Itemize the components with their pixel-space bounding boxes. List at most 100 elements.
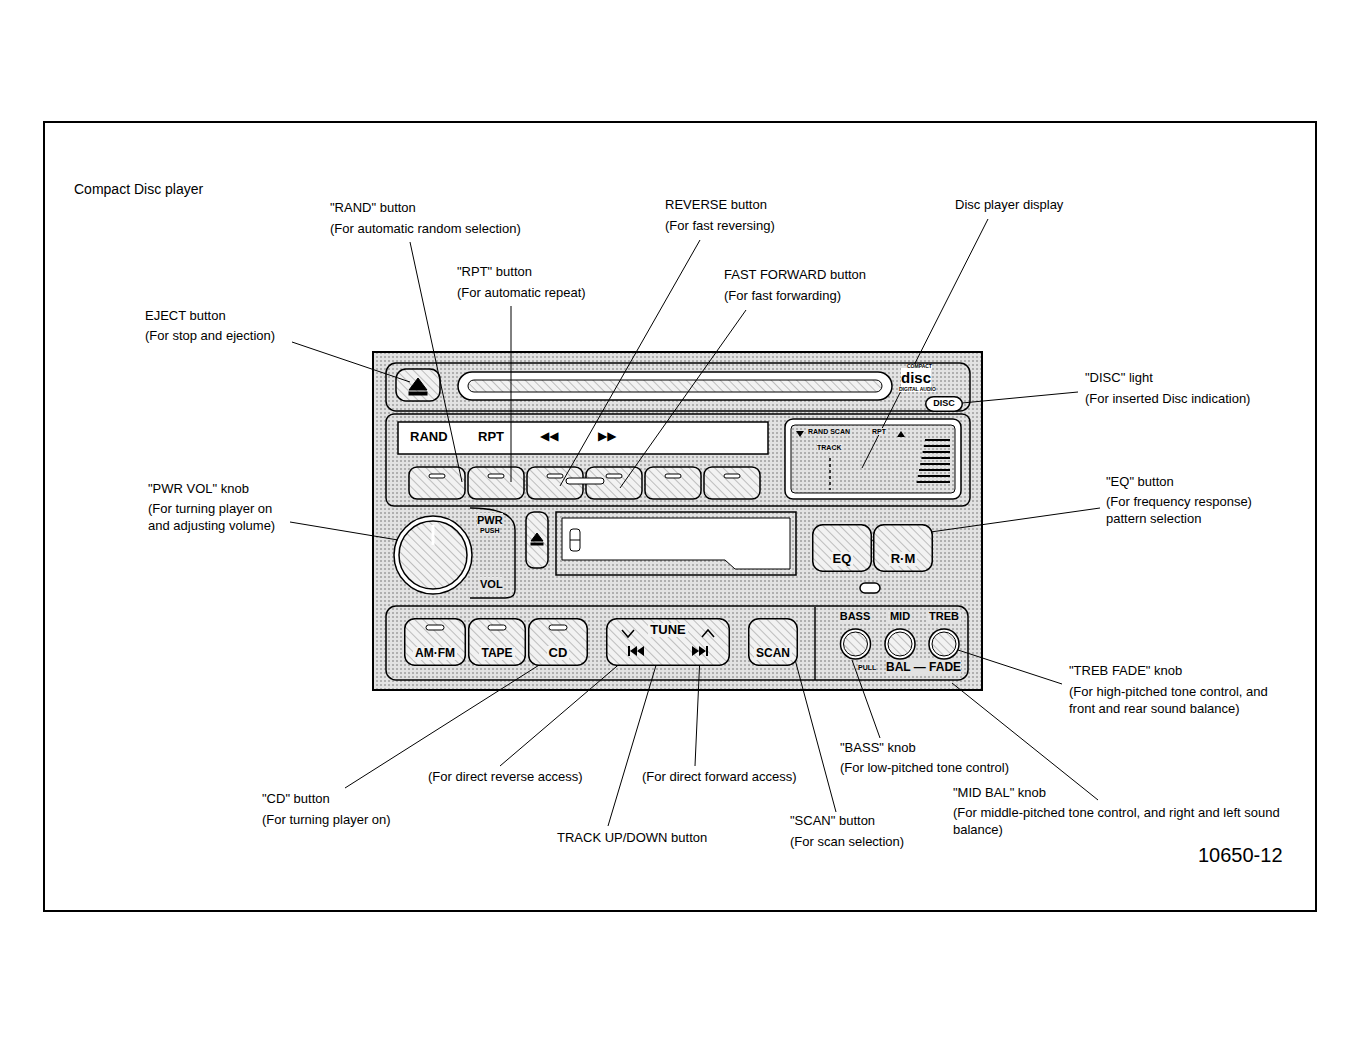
- eject-button: [396, 369, 440, 401]
- stereo-housing-part: [386, 606, 968, 680]
- callout-name: Disc player display: [955, 197, 1063, 214]
- disc-function-buttons: [409, 467, 760, 499]
- button-label: R·M: [889, 552, 918, 566]
- callout-name: "MID BAL" knob: [953, 785, 1046, 802]
- track-tune-button: TUNE: [606, 618, 730, 666]
- callout-name: REVERSE button: [665, 197, 767, 214]
- display-text: RPT: [872, 428, 886, 435]
- rm-button-outline-part: [874, 525, 933, 572]
- eq-button-outline-part: [813, 525, 872, 572]
- callout-name: FAST FORWARD button: [724, 267, 866, 284]
- eject-button-part: [409, 392, 427, 395]
- callout-name: "CD" button: [262, 791, 330, 808]
- leader-lines-part: [500, 655, 630, 766]
- leader-lines: [290, 219, 1100, 826]
- track-tune-button-outline-part: [630, 646, 644, 656]
- leader-lines-part: [852, 660, 880, 738]
- strip-label: ◀◀: [540, 429, 558, 445]
- track-tune-button-outline-part: [702, 630, 714, 637]
- disc-function-buttons-part: [704, 467, 760, 499]
- panel-text: PWR: [477, 513, 503, 527]
- eq-bar: [923, 451, 950, 453]
- track-tune-button-outline-part: [622, 630, 634, 637]
- display-text: RAND SCAN: [808, 428, 850, 435]
- outer-frame: [44, 122, 1316, 911]
- callout-name: "RPT" button: [457, 264, 532, 281]
- callout-name: "TREB FADE" knob: [1069, 663, 1182, 680]
- callout-note: (For stop and ejection): [145, 328, 275, 345]
- display-text: TRACK: [817, 444, 842, 451]
- figure-number: 10650-12: [1198, 842, 1283, 868]
- strip-label: RPT: [478, 429, 504, 446]
- disc-function-buttons-part-part: [429, 474, 445, 478]
- eq-button: EQ: [812, 524, 872, 572]
- eq-bar: [920, 463, 950, 465]
- button-label: CD: [547, 646, 570, 660]
- cassette-door-part: [556, 512, 796, 575]
- tone-control-panel-part: [814, 607, 816, 680]
- mid-knob-outline-part: [885, 629, 915, 659]
- leader-lines-part: [560, 240, 700, 486]
- disc-function-buttons-part-part: [665, 474, 681, 478]
- pwr-vol-knob-part: [394, 516, 472, 594]
- disc-display-part: [796, 431, 804, 437]
- button-label: TUNE: [648, 623, 687, 637]
- eq-bar: [925, 439, 950, 441]
- strip-label: ▶▶: [598, 429, 616, 445]
- pwr-vol-knob: [394, 508, 515, 598]
- disc-slot-part: [458, 372, 892, 400]
- cassette-door-part: [570, 540, 580, 541]
- disc-function-buttons-part: [566, 478, 604, 484]
- disc-display-part: [897, 431, 905, 437]
- track-tune-button-outline-part: [692, 646, 706, 656]
- leader-lines-part: [345, 655, 555, 788]
- stereo-housing: [373, 352, 982, 690]
- eq-bar: [921, 457, 950, 459]
- tape-button-outline-part: [469, 619, 526, 666]
- disc-display-part: [829, 458, 831, 490]
- leader-lines-part: [410, 242, 462, 482]
- strip-label: RAND: [410, 429, 448, 446]
- disc-function-buttons-part-part: [724, 474, 740, 478]
- leader-lines-part: [292, 342, 410, 382]
- button-label: EQ: [831, 552, 854, 566]
- callout-name: "EQ" button: [1106, 474, 1174, 491]
- cassette-eject-button-part: [526, 512, 548, 568]
- disc-display-part: [917, 440, 950, 482]
- disc-function-buttons-part-part: [488, 474, 504, 478]
- pwr-vol-knob-part: [399, 521, 467, 589]
- panel-text: PULL: [858, 664, 876, 671]
- am-fm-button-outline-part: [405, 619, 466, 666]
- disc-display-part: [791, 425, 955, 493]
- leader-lines-part: [695, 655, 700, 766]
- cassette-door: [556, 512, 796, 575]
- callout-name: "SCAN" button: [790, 813, 875, 830]
- leader-lines-part: [962, 392, 1078, 403]
- small-indicator-part: [860, 583, 880, 593]
- button-label: SCAN: [754, 647, 792, 660]
- callout-note: (For direct reverse access): [428, 769, 583, 786]
- eq-bar: [918, 475, 950, 477]
- button-label: TREB: [927, 610, 961, 622]
- function-strip-part: [398, 422, 768, 454]
- rm-button: R·M: [873, 524, 933, 572]
- leader-lines-part: [511, 306, 512, 482]
- function-strip: [398, 422, 768, 454]
- callout-note: (For low-pitched tone control): [840, 760, 1009, 777]
- eq-bar: [919, 469, 950, 471]
- disc-slot: [458, 372, 892, 400]
- tone-control-panel: [815, 607, 816, 680]
- stereo-housing-part: [386, 363, 970, 411]
- callout-name: "DISC" light: [1085, 370, 1153, 387]
- am-fm-button: AM·FM: [404, 618, 466, 666]
- callout-note: (For turning player on): [262, 812, 391, 829]
- button-label: MID: [888, 610, 912, 622]
- cassette-door-part: [562, 518, 790, 569]
- tape-button-outline-part: [488, 625, 506, 630]
- stereo-housing-part: [373, 352, 982, 690]
- panel-text: VOL: [480, 577, 503, 591]
- treb-knob-outline-part: [929, 629, 959, 659]
- eq-bar: [924, 445, 950, 447]
- treb-knob: TREB: [923, 610, 965, 660]
